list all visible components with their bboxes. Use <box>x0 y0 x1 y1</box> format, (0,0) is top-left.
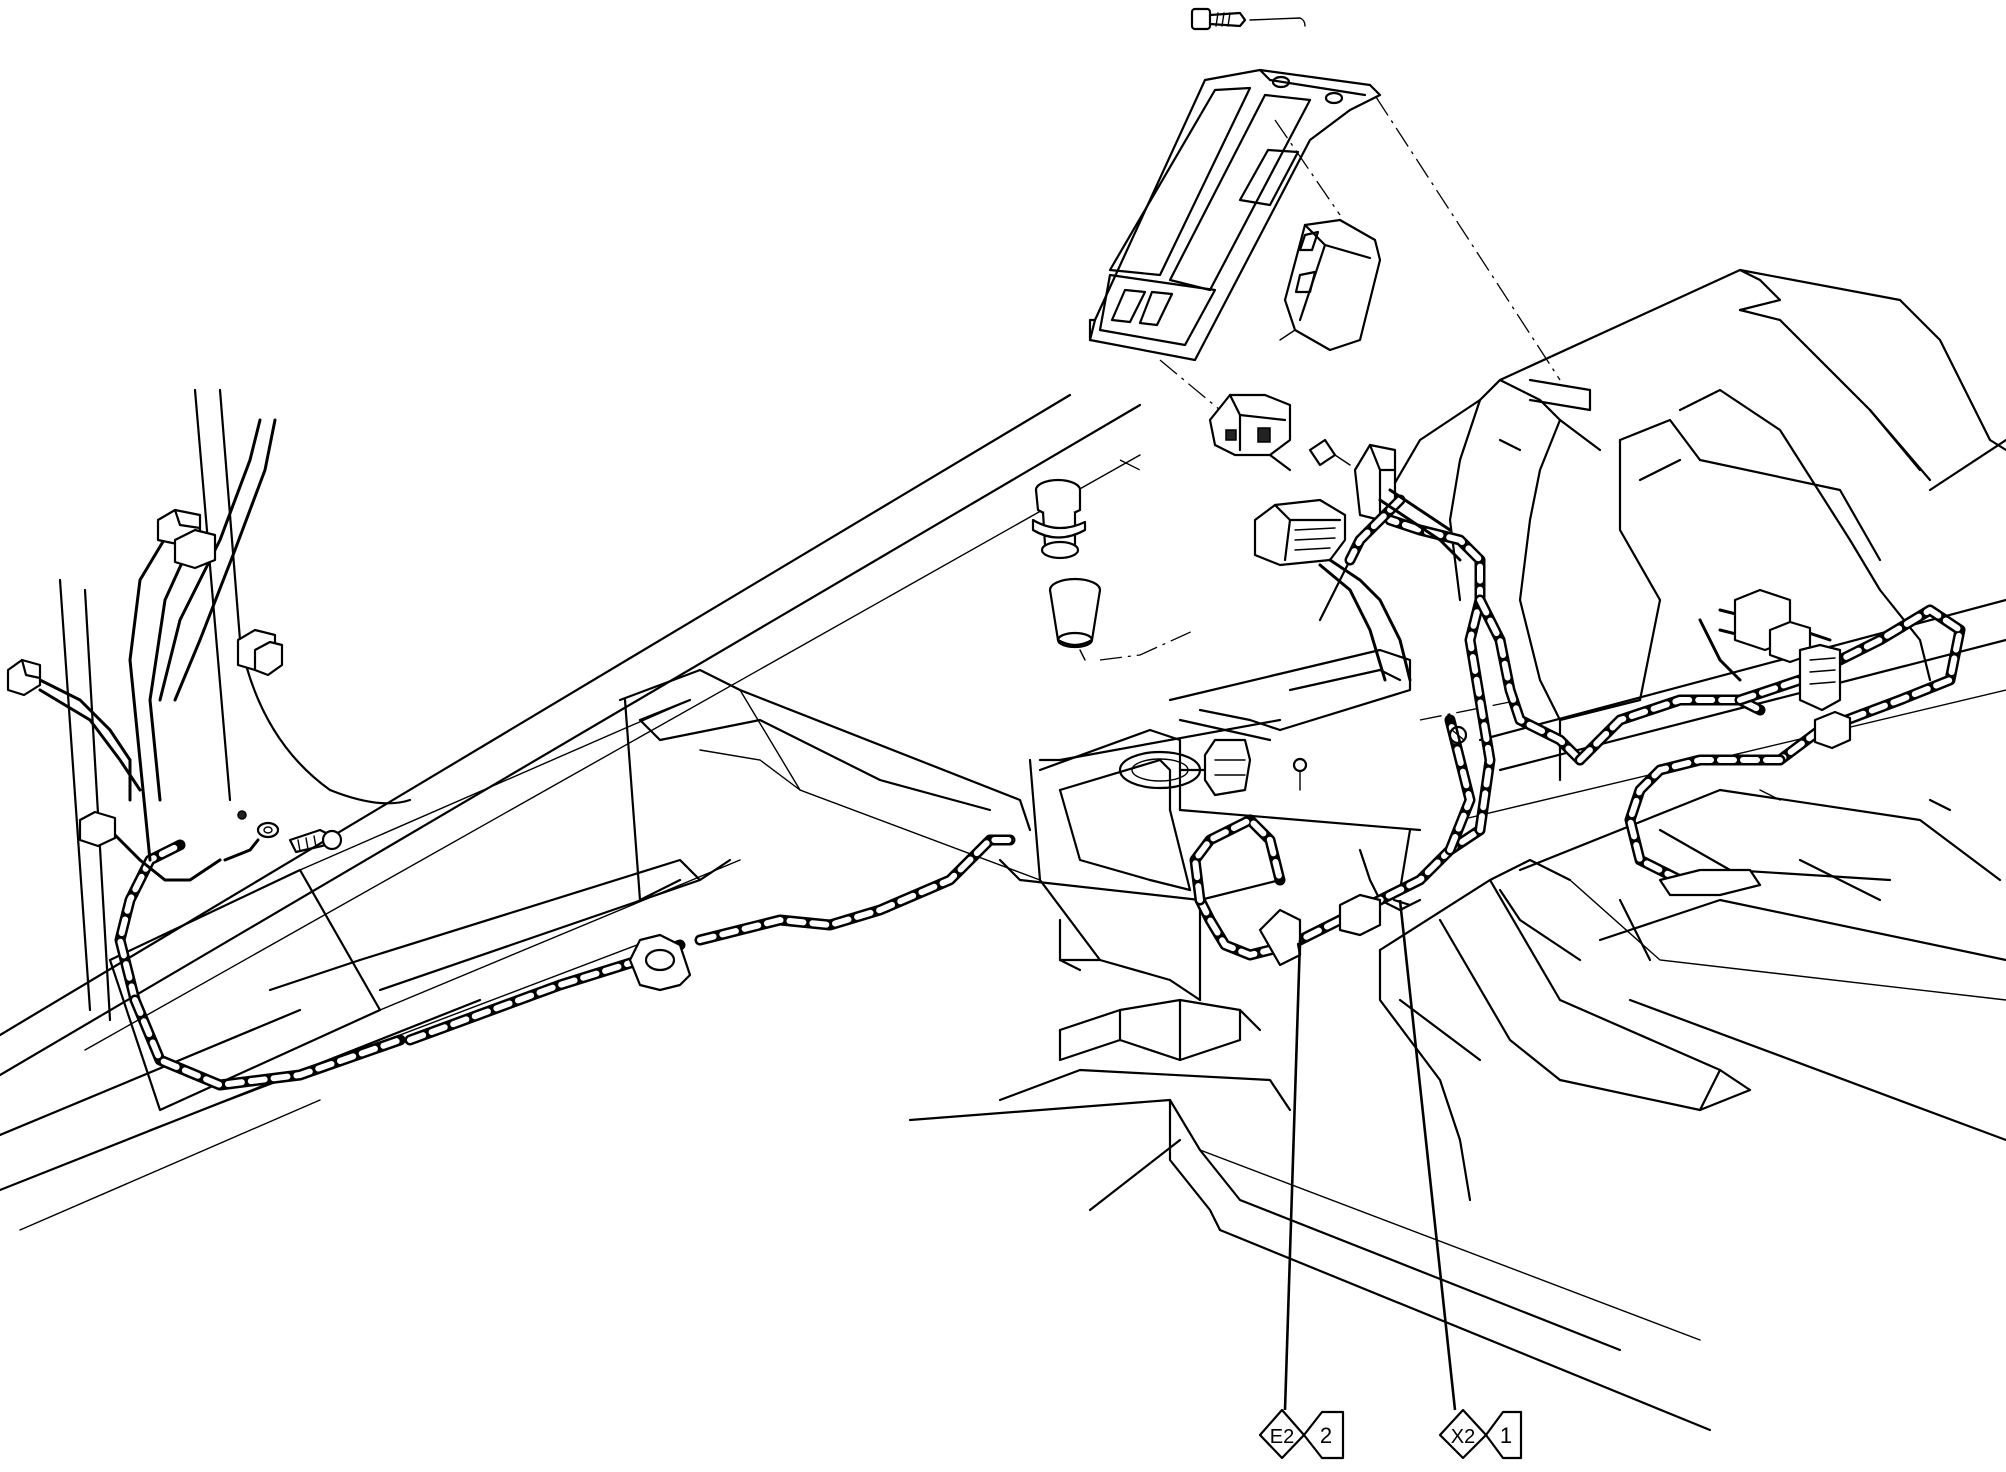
harness-clip-icon <box>1658 868 1762 897</box>
harness-connectors <box>6 508 1852 992</box>
connector-icon <box>156 508 217 570</box>
screw-icon <box>1448 725 1468 745</box>
callout-code: X2 <box>1451 1426 1475 1448</box>
screw-icon <box>1292 757 1308 791</box>
e2-callout: E2 2 <box>1258 1408 1345 1460</box>
screw-icon <box>1190 7 1306 31</box>
callout-code: E2 <box>1270 1426 1294 1448</box>
connector-icon <box>1178 738 1252 797</box>
switch-panel-assembly <box>1088 7 1561 721</box>
connector-icon <box>6 658 42 697</box>
x2-callout: X2 1 <box>1438 1408 1523 1460</box>
callout-box <box>1484 1410 1523 1460</box>
connector-icon <box>78 810 117 848</box>
harness-clip-icon <box>628 933 692 992</box>
floor-pan <box>0 268 2006 1432</box>
callout-box <box>1302 1410 1345 1460</box>
ground-screw-icon <box>237 810 343 854</box>
connector-icon <box>1258 893 1382 967</box>
thin-lead-wires <box>38 418 1832 882</box>
callout-diamond <box>1258 1408 1306 1460</box>
connector-icon <box>1733 588 1852 750</box>
main-wiring-harness <box>114 494 1966 1091</box>
cigar-lighter-assembly <box>1031 478 1102 661</box>
callout-number: 1 <box>1500 1423 1512 1448</box>
callout-leaders <box>1283 898 1457 1411</box>
callout-diamond <box>1438 1408 1488 1460</box>
connector-icon <box>236 628 284 677</box>
callout-number: 2 <box>1320 1423 1332 1448</box>
